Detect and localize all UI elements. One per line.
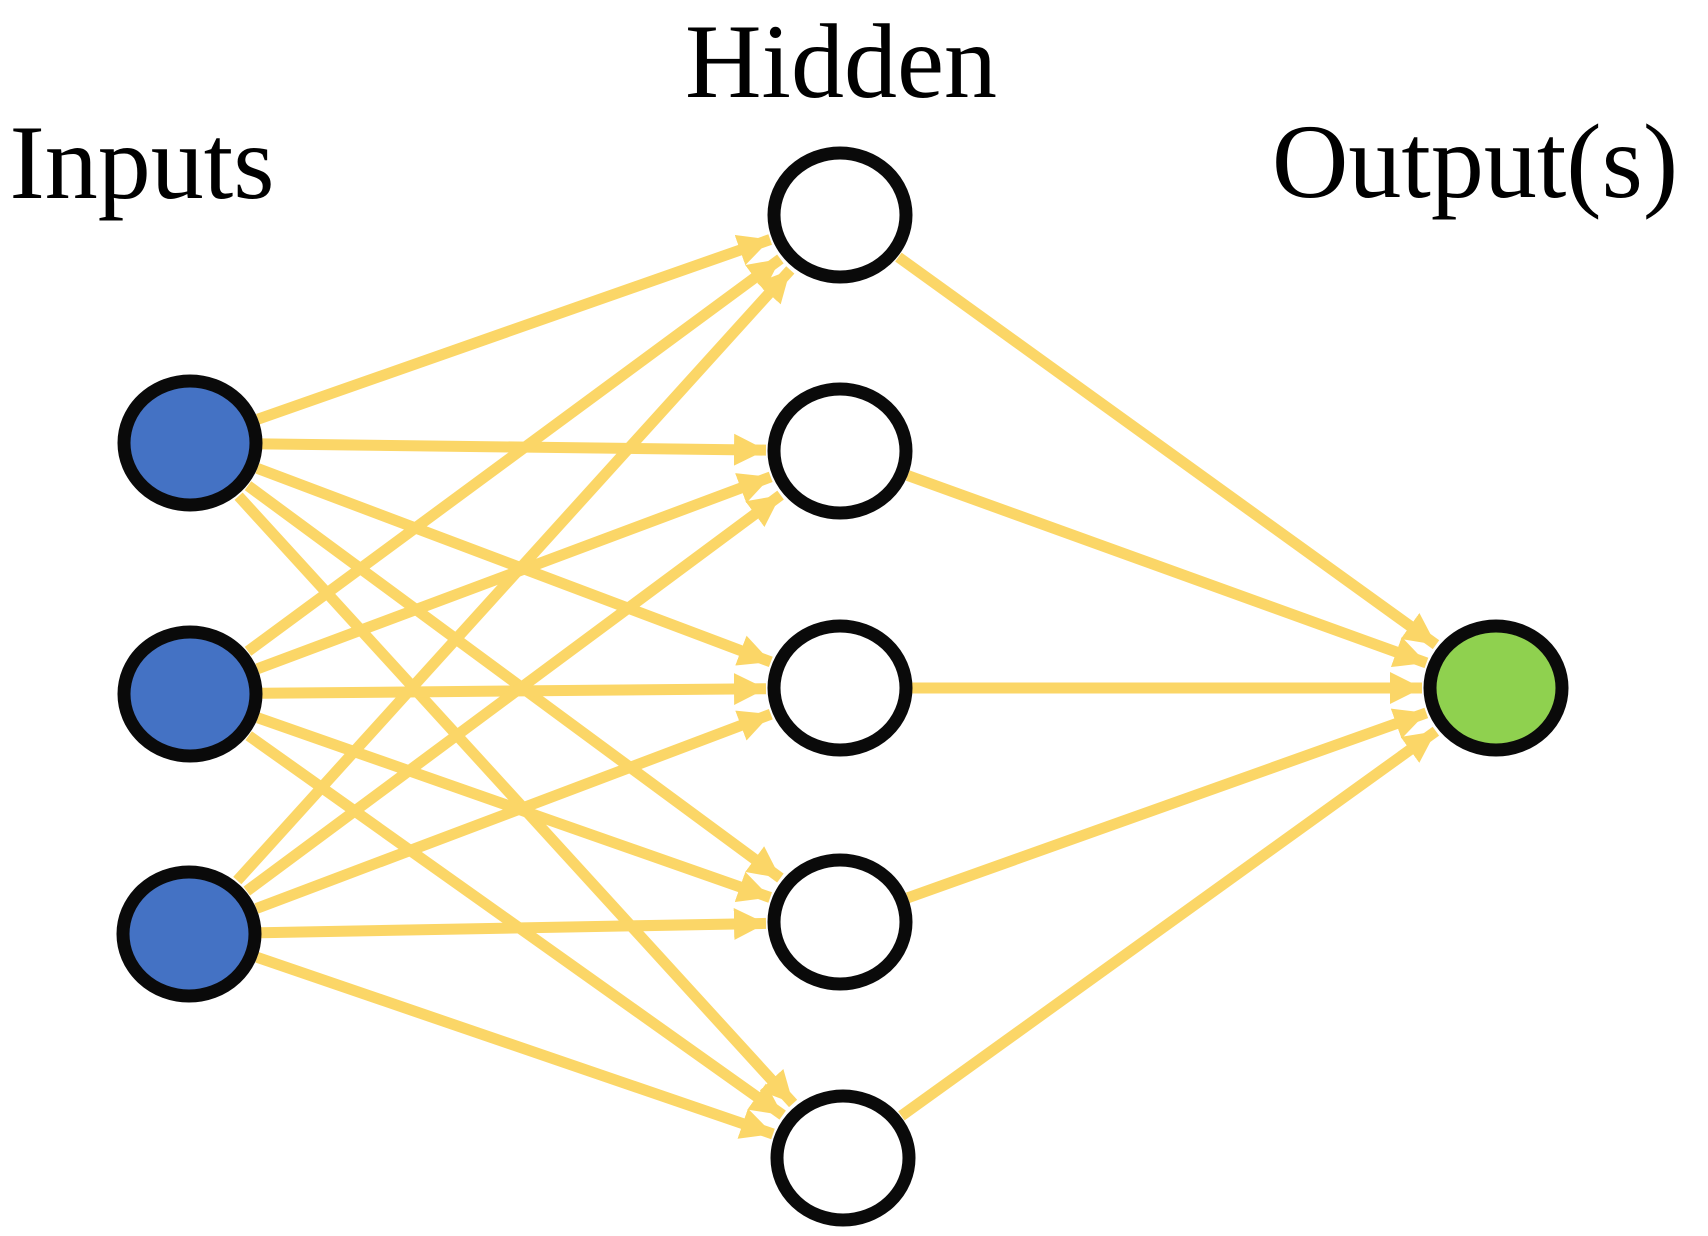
edge-hidden-5-to-output-1 (898, 726, 1440, 1121)
edge-hidden-4-to-output-1 (905, 707, 1429, 903)
edge-hidden-1-to-output-1 (895, 252, 1440, 650)
edge-input-1-to-hidden-4 (244, 481, 784, 883)
edge-input-3-to-hidden-1 (233, 266, 795, 885)
hidden-label: Hidden (685, 3, 997, 120)
edge-input-3-to-hidden-5 (255, 952, 775, 1140)
input-node-3 (116, 865, 262, 1003)
input-node-1 (117, 374, 263, 512)
edge-hidden-2-to-output-1 (905, 470, 1429, 669)
edges-group (233, 234, 1440, 1140)
input-node-2 (117, 625, 263, 763)
hidden-node-5 (770, 1089, 916, 1227)
hidden-node-3 (767, 619, 913, 757)
hidden-node-4 (767, 853, 913, 991)
inputs-label: Inputs (10, 104, 275, 221)
output-label: Output(s) (1272, 103, 1678, 220)
hidden-node-1 (767, 146, 913, 284)
output-node-1 (1423, 619, 1569, 757)
nodes-group (116, 146, 1569, 1227)
edge-input-1-to-hidden-1 (256, 234, 773, 425)
hidden-node-2 (767, 382, 913, 520)
edge-input-1-to-hidden-5 (234, 492, 798, 1108)
edge-input-3-to-hidden-2 (243, 490, 784, 896)
edge-input-3-to-hidden-4 (260, 907, 767, 940)
edge-input-2-to-hidden-1 (244, 254, 784, 656)
edge-input-1-to-hidden-3 (255, 463, 773, 668)
edge-input-1-to-hidden-2 (261, 433, 767, 466)
edge-input-3-to-hidden-3 (254, 709, 773, 914)
